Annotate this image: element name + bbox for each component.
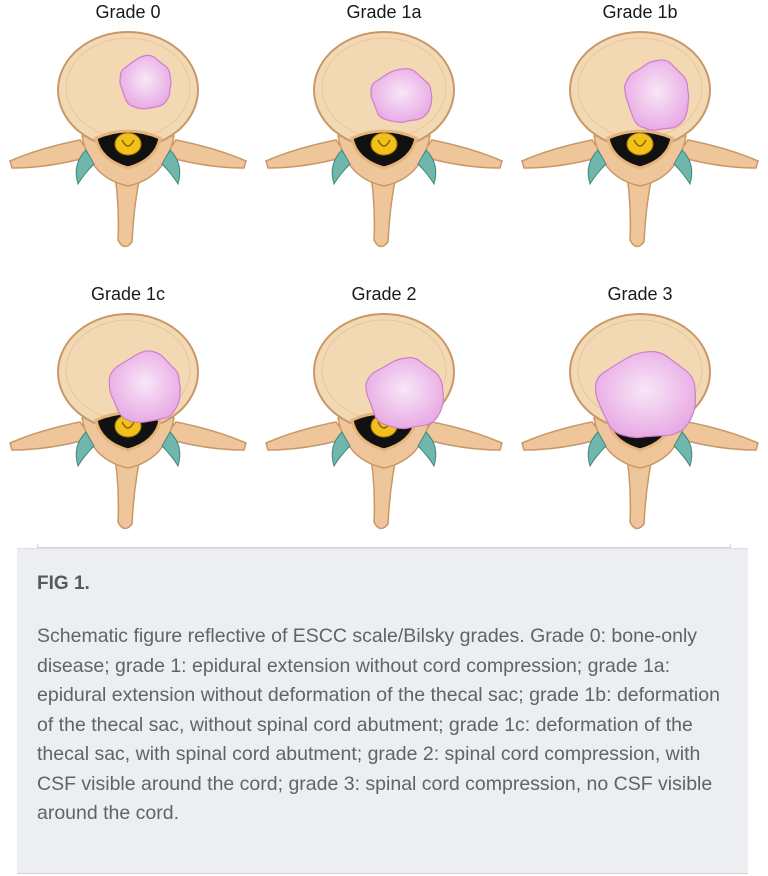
spinal-cord bbox=[371, 133, 397, 155]
figure-illustration: Grade 0 Grade 1a Grade 1b Grade 1c Grade… bbox=[0, 0, 768, 548]
spinal-cord bbox=[115, 133, 141, 155]
panel-grade-1b: Grade 1b bbox=[512, 0, 768, 274]
vertebra-diagram bbox=[0, 310, 256, 550]
panel-label: Grade 0 bbox=[0, 2, 256, 23]
panel-grade-2: Grade 2 bbox=[256, 282, 512, 556]
panel-label: Grade 1a bbox=[256, 2, 512, 23]
caption-bottom-rule bbox=[17, 873, 748, 874]
panel-grade-0: Grade 0 bbox=[0, 0, 256, 274]
panel-grade-1a: Grade 1a bbox=[256, 0, 512, 274]
vertebra-diagram bbox=[0, 28, 256, 268]
panel-label: Grade 1c bbox=[0, 284, 256, 305]
panel-grade-1c: Grade 1c bbox=[0, 282, 256, 556]
vertebra-diagram bbox=[256, 310, 512, 550]
caption-text: Schematic figure reflective of ESCC scal… bbox=[37, 622, 737, 829]
figure-caption: FIG 1. Schematic figure reflective of ES… bbox=[17, 548, 748, 874]
panel-label: Grade 1b bbox=[512, 2, 768, 23]
panel-grade-3: Grade 3 bbox=[512, 282, 768, 556]
vertebra-diagram bbox=[256, 28, 512, 268]
caption-label: FIG 1. bbox=[37, 573, 90, 595]
vertebra-diagram bbox=[512, 28, 768, 268]
vertebra-diagram bbox=[512, 310, 768, 550]
panel-label: Grade 2 bbox=[256, 284, 512, 305]
spinal-cord bbox=[627, 133, 653, 155]
panel-label: Grade 3 bbox=[512, 284, 768, 305]
